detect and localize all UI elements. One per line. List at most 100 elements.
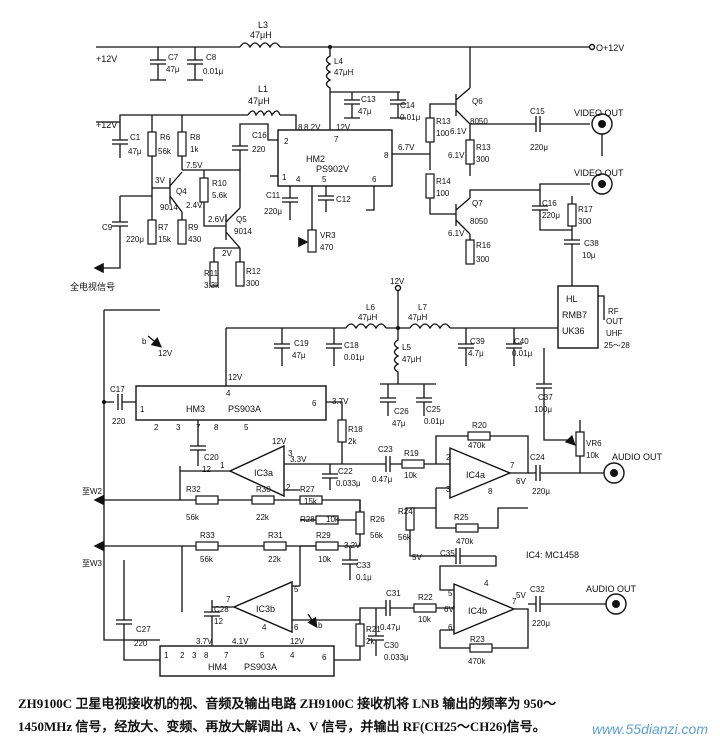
modulator-line1: HL — [566, 294, 578, 304]
C22-value: 0.033μ — [336, 479, 361, 488]
C28-label: C28 — [214, 605, 229, 614]
R24-value: 56k — [398, 533, 412, 542]
point-b-2: b — [318, 621, 323, 630]
C14-value: 0.01μ — [400, 113, 421, 122]
R7-value: 15k — [158, 235, 172, 244]
rail-label-mid: +12V — [96, 120, 117, 130]
R11-value: 3.3k — [204, 281, 220, 290]
R7-label: R7 — [158, 223, 169, 232]
C14-label: C14 — [400, 101, 415, 110]
C27-label: C27 — [136, 625, 151, 634]
video-out-2-label: VIDEO OUT — [574, 168, 624, 178]
C1-value: 47μ — [128, 147, 142, 156]
ic3b-pin6: 6 — [294, 623, 299, 632]
R6-value: 56k — [158, 147, 172, 156]
ic3b-pin5: 5 — [294, 585, 299, 594]
R32-label: R32 — [186, 485, 201, 494]
HM4-label: HM4 — [208, 662, 227, 672]
R27-value: 15k — [304, 497, 318, 506]
hm4-pin5: 5 — [260, 651, 265, 660]
rail-label-left: +12V — [96, 54, 117, 64]
R30-value: 22k — [256, 513, 270, 522]
C28-value: 12 — [214, 617, 223, 626]
C17-value: 220 — [112, 417, 126, 426]
ic3b-pin4: 4 — [262, 623, 267, 632]
ic4b-stage: C31 0.47μ C30 0.033μ R22 10k IC4b 4 5 6 … — [368, 556, 637, 666]
hm2-pin4: 4 — [296, 175, 301, 184]
hm3-pin5: 5 — [244, 423, 249, 432]
rf-label-4: 25～28 — [604, 341, 630, 350]
C26-value: 47μ — [392, 419, 406, 428]
C1-label: C1 — [130, 133, 141, 142]
hm4-module: HM4 PS903A 1 2 3 8 7 5 4 6 3.7V 4.1V 12V… — [116, 560, 381, 677]
C7-value: 47μ — [166, 65, 180, 74]
L4-label: L4 — [334, 57, 343, 66]
Q6-label: Q6 — [472, 97, 483, 106]
hm4-pin3: 3 — [192, 651, 197, 660]
C17-label: C17 — [110, 385, 125, 394]
L5-value: 47μH — [402, 355, 422, 364]
C16b-value: 220μ — [542, 211, 560, 220]
R18-value: 2k — [348, 437, 357, 446]
R13a-label: R13 — [436, 117, 451, 126]
R12-value: 300 — [246, 279, 260, 288]
hm4-pin2: 2 — [180, 651, 185, 660]
C9-value: 220μ — [126, 235, 144, 244]
Q6-type: 8050 — [470, 117, 488, 126]
hm3-pin6: 6 — [312, 399, 317, 408]
C12-label: C12 — [336, 195, 351, 204]
C15-label: C15 — [530, 107, 545, 116]
hm3-module: HM3 PS903A 12V 1 2 3 7 8 5 4 6 3.7V C17 … — [102, 309, 349, 641]
R22-value: 10k — [418, 615, 432, 624]
R13b-label: R13 — [476, 143, 491, 152]
hm3-12v: 12V — [228, 373, 243, 382]
R10-label: R10 — [212, 179, 227, 188]
R9-label: R9 — [188, 223, 199, 232]
IC4b-label: IC4b — [468, 606, 487, 616]
IC4-label: IC4: MC1458 — [526, 550, 579, 560]
R23-value: 470k — [468, 657, 486, 666]
C9-label: C9 — [102, 223, 113, 232]
ic4a-pin8: 8 — [488, 487, 493, 496]
v61b: 6.1V — [448, 151, 465, 160]
C33-value: 0.1μ — [356, 573, 372, 582]
hm4-pin8: 8 — [204, 651, 209, 660]
IC4a-label: IC4a — [466, 470, 485, 480]
C20-value: 12 — [202, 465, 211, 474]
rail-12v-b: 12V — [158, 349, 173, 358]
R33-value: 56k — [200, 555, 214, 564]
VR3-value: 470 — [320, 243, 334, 252]
C30-label: C30 — [384, 641, 399, 650]
L3-value: 47μH — [250, 30, 272, 40]
C27-value: 220 — [134, 639, 148, 648]
ic3a-12v: 12V — [272, 437, 287, 446]
v2: 2V — [222, 249, 232, 258]
hm3-pin1: 1 — [140, 405, 145, 414]
R8-value: 1k — [190, 145, 199, 154]
R14-value: 100 — [436, 189, 450, 198]
hm3-pin4: 4 — [226, 389, 231, 398]
ic3b-pin7: 7 — [226, 595, 231, 604]
hm4-pin4: 4 — [290, 651, 295, 660]
C18-value: 0.01μ — [344, 353, 365, 362]
L7-label: L7 — [418, 303, 427, 312]
R25-value: 470k — [456, 537, 474, 546]
C11-value: 220μ — [264, 207, 282, 216]
C25-label: C25 — [426, 405, 441, 414]
ic4b-pin4: 4 — [484, 579, 489, 588]
site-watermark: www.55dianzi.com — [592, 721, 708, 737]
C24-value: 220μ — [532, 487, 550, 496]
ic4a-pin2: 2 — [446, 453, 451, 462]
audio-out-1-label: AUDIO OUT — [612, 452, 663, 462]
C31-label: C31 — [386, 589, 401, 598]
C35-label: C35 — [440, 549, 455, 558]
video-out-1-label: VIDEO OUT — [574, 108, 624, 118]
C23-label: C23 — [378, 445, 393, 454]
ic3a-opamp: IC3a 3 1 2 3.3V 12V R18 2k C22 0.033μ 至W… — [82, 419, 380, 525]
top-supply-rail: +12V O+12V L3 47μH C7 47μ C8 0.01μ L4 47… — [96, 20, 624, 125]
hm4-pin7: 7 — [224, 651, 229, 660]
R17-label: R17 — [578, 205, 593, 214]
L3-label: L3 — [258, 20, 268, 30]
C23-value: 0.47μ — [372, 475, 393, 484]
